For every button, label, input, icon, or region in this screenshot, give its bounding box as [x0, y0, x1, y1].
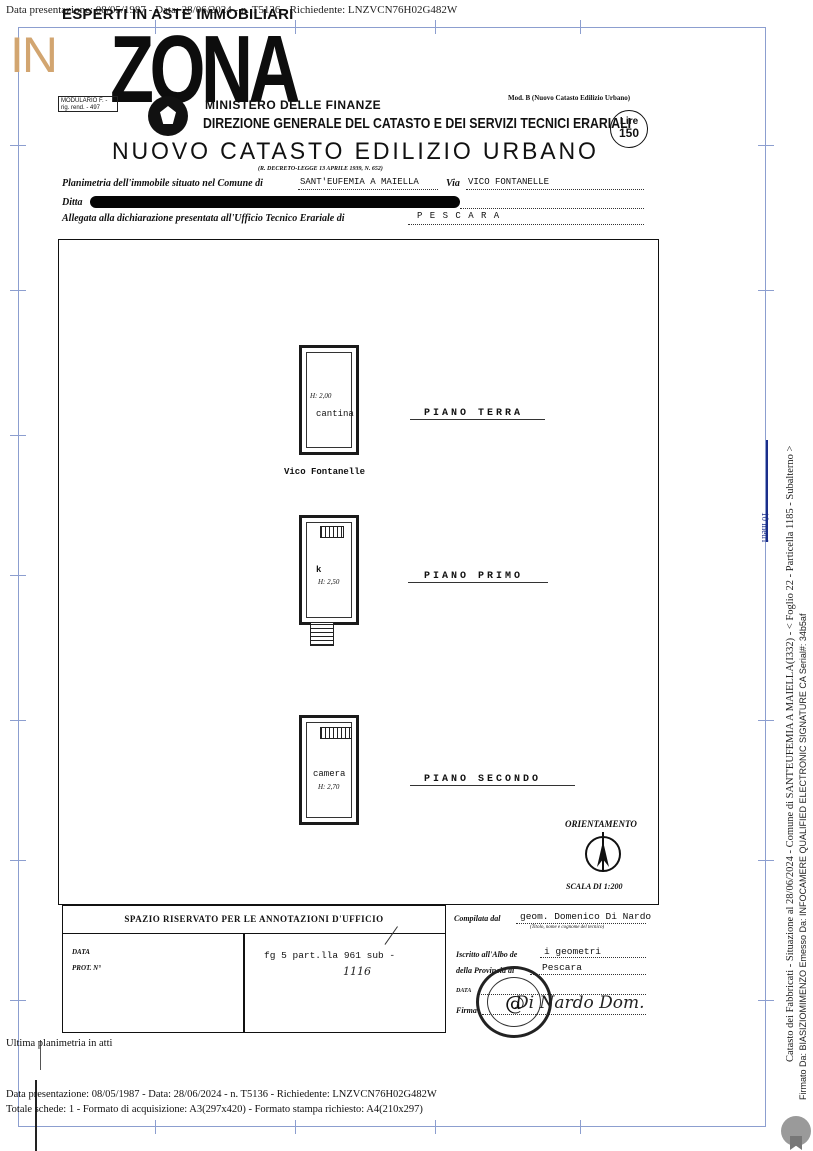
brand-tagline: ESPERTI IN ASTE IMMOBILIARI	[62, 6, 294, 23]
floor-underline	[410, 785, 575, 786]
model-label: Mod. B (Nuovo Catasto Edilizio Urbano)	[508, 94, 631, 102]
via-value: VICO FONTANELLE	[468, 177, 550, 187]
border-tick	[435, 1120, 436, 1134]
price-label: Lire	[619, 116, 639, 127]
footer-line-2: Totale schede: 1 - Formato di acquisizio…	[6, 1104, 423, 1115]
compiler-label: Compilata dal	[454, 914, 501, 923]
left-edge-line	[40, 1040, 41, 1070]
border-tick	[580, 20, 581, 34]
sheet-border	[18, 27, 766, 1127]
room-label: camera	[313, 769, 346, 779]
stove-icon	[320, 526, 344, 538]
stairs-icon	[310, 622, 334, 646]
orientation-label: ORIENTAMENTO	[565, 819, 637, 829]
border-tick	[295, 1120, 296, 1134]
border-tick	[10, 1000, 26, 1001]
scale-bar-label: 10 metri	[760, 512, 770, 543]
provincia-value: Pescara	[542, 962, 582, 973]
direzione-heading: DIREZIONE GENERALE DEL CATASTO E DEI SER…	[203, 115, 632, 132]
room-height: H: 2,00	[310, 392, 332, 400]
ditta-label: Ditta	[62, 197, 83, 208]
floor-plan-frame	[58, 239, 659, 905]
albo-value: i geometri	[544, 946, 602, 957]
catasto-side-text: Catasto dei Fabbricati - Situazione al 2…	[785, 445, 796, 1062]
modulario-box: MODULARIO F. - rig. rend. - 497	[58, 96, 118, 112]
firmato-side-text: Firmato Da: BIASIZIOMIMENZO Emesso Da: I…	[798, 613, 808, 1100]
document-title: NUOVO CATASTO EDILIZIO URBANO	[112, 138, 599, 165]
left-edge-line	[35, 1080, 37, 1151]
border-tick	[295, 20, 296, 34]
north-arrow-icon	[585, 832, 621, 872]
ufficio-value: P E S C A R A	[417, 211, 501, 221]
annot-data-label: DATA	[72, 948, 90, 956]
floor-underline	[408, 582, 548, 583]
room-label: k	[316, 565, 322, 575]
border-tick	[10, 720, 26, 721]
planimetria-label: Planimetria dell'immobile situato nel Co…	[62, 178, 263, 189]
border-tick	[435, 20, 436, 34]
scale-label: SCALA DI 1:200	[566, 882, 623, 891]
border-tick	[758, 720, 774, 721]
border-tick	[155, 1120, 156, 1134]
floor-label: PIANO PRIMO	[424, 571, 524, 582]
footer-ultima: Ultima planimetria in atti	[6, 1038, 113, 1049]
floor-label: PIANO TERRA	[424, 408, 524, 419]
price-value: 150	[618, 126, 640, 140]
provincia-label: della Provincia di	[456, 966, 515, 975]
annotations-header: SPAZIO RISERVATO PER LE ANNOTAZIONI D'UF…	[63, 906, 445, 934]
street-label: Vico Fontanelle	[284, 467, 366, 477]
albo-label: Iscritto all'Albo de	[456, 950, 518, 959]
border-tick	[758, 860, 774, 861]
border-tick	[155, 20, 156, 34]
border-tick	[10, 290, 26, 291]
comune-value: SANT'EUFEMIA A MAIELLA	[300, 177, 419, 187]
floor-label: PIANO SECONDO	[424, 774, 542, 785]
header-line: Data presentazione: 08/05/1987 - Data: 2…	[6, 4, 458, 16]
brand-logo-word: ZONA	[110, 16, 300, 123]
border-tick	[10, 435, 26, 436]
room-height: H: 2,70	[318, 783, 340, 791]
annotations-box: SPAZIO RISERVATO PER LE ANNOTAZIONI D'UF…	[62, 905, 446, 1033]
annot-prot-label: PROT. N°	[72, 964, 101, 972]
border-tick	[580, 1120, 581, 1134]
border-tick	[758, 145, 774, 146]
border-tick	[10, 145, 26, 146]
firma-label: Firma	[456, 1006, 477, 1015]
stairs-icon	[320, 727, 352, 739]
compiler-name: geom. Domenico Di Nardo	[520, 911, 652, 922]
foglio-particella-text: fg 5 part.lla 961 sub -	[264, 950, 396, 961]
ministero-heading: MINISTERO DELLE FINANZE	[205, 98, 382, 112]
allegata-label: Allegata alla dichiarazione presentata a…	[62, 213, 345, 224]
decreto-subtitle: (R. DECRETO-LEGGE 13 APRILE 1939, N. 652…	[258, 166, 383, 172]
signature-seal-icon	[781, 1116, 811, 1146]
room-cantina	[299, 345, 359, 455]
border-tick	[10, 575, 26, 576]
scale-bar	[766, 440, 768, 542]
handwritten-number: 1116	[343, 965, 371, 978]
border-tick	[758, 290, 774, 291]
republic-emblem-icon	[148, 96, 188, 136]
compiler-data-label: DATA	[456, 988, 472, 994]
compiler-hint: (Titolo, nome e cognome del tecnico)	[530, 925, 605, 930]
via-label: Via	[446, 178, 460, 189]
floor-underline	[410, 419, 545, 420]
border-tick	[10, 860, 26, 861]
price-badge: Lire 150	[610, 110, 648, 148]
professional-stamp-icon: @	[476, 966, 552, 1038]
room-label: cantina	[316, 409, 354, 419]
border-tick	[758, 1000, 774, 1001]
redacted-owner	[90, 196, 460, 208]
footer-line-1: Data presentazione: 08/05/1987 - Data: 2…	[6, 1089, 437, 1100]
brand-logo-prefix: IN	[10, 27, 58, 83]
room-height: H: 2,50	[318, 578, 340, 586]
